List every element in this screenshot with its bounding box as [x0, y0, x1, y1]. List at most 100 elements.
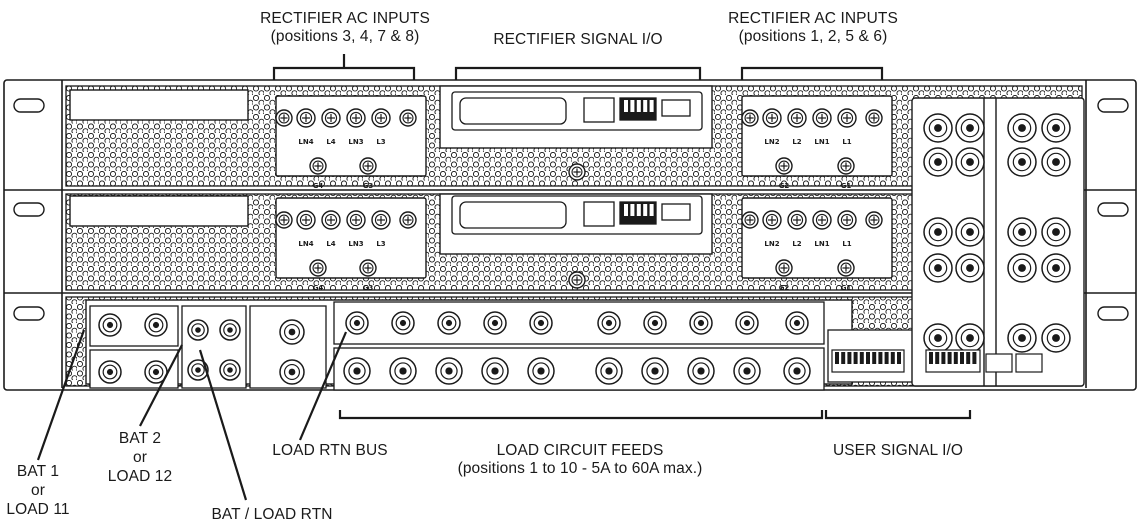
bat1-label: BAT 1 or LOAD 11 — [6, 462, 70, 519]
rect-ac-right-title: RECTIFIER AC INPUTS — [728, 10, 898, 27]
load-feed-stud-icon — [687, 357, 715, 385]
load-rtn-stud-icon — [345, 311, 369, 335]
cable-gland-icon — [923, 147, 953, 177]
signal-pin — [884, 352, 889, 364]
load-feed-stud-icon — [435, 357, 463, 385]
load-feed-stud-icon — [389, 357, 417, 385]
terminal-screw-icon — [812, 210, 832, 230]
dip-switch — [636, 204, 641, 216]
dip-switch — [643, 100, 648, 112]
cable-gland-icon — [955, 113, 985, 143]
callout-brackets — [36, 54, 972, 501]
battery-cable-bracket — [911, 97, 1085, 387]
load-rtn-bus-label: LOAD RTN BUS — [256, 442, 404, 460]
load-studs — [98, 311, 811, 385]
load-feeds-subtitle: (positions 1 to 10 - 5A to 60A max.) — [457, 460, 703, 477]
terminal-screw-icon — [321, 108, 341, 128]
cable-gland-icon — [955, 253, 985, 283]
signal-pin — [960, 352, 964, 364]
load-rtn-stud-icon — [391, 311, 415, 335]
terminal-label: LN2 — [764, 240, 779, 248]
terminal-screw-icon — [762, 108, 782, 128]
load-feed-stud-icon — [733, 357, 761, 385]
cable-gland-icon — [923, 113, 953, 143]
return-stud-icon — [187, 319, 209, 341]
return-stud-icon — [279, 359, 305, 385]
cable-gland-icon — [923, 323, 953, 353]
terminal-screws — [275, 108, 883, 289]
cable-gland-icon — [1007, 253, 1037, 283]
terminal-label: LN3 — [348, 138, 363, 146]
chassis-ground-icon — [568, 163, 586, 181]
ground-label: G2 — [779, 182, 790, 190]
battery-stud-icon — [98, 313, 122, 337]
dip-switch — [630, 100, 635, 112]
rect-signal-label: RECTIFIER SIGNAL I/O — [464, 31, 692, 49]
rect-ac-left-subtitle: (positions 3, 4, 7 & 8) — [270, 28, 420, 45]
user-signal-label: USER SIGNAL I/O — [808, 442, 988, 460]
bat2-label: BAT 2 or LOAD 12 — [96, 429, 184, 486]
cable-gland-icon — [923, 217, 953, 247]
load-rtn-stud-icon — [785, 311, 809, 335]
ground-screw-icon — [309, 259, 327, 277]
terminal-end-screw-icon — [275, 211, 293, 229]
bat2-line2: or — [133, 449, 147, 466]
terminal-screw-icon — [812, 108, 832, 128]
terminal-screw-icon — [346, 210, 366, 230]
cable-gland-icon — [1007, 147, 1037, 177]
ground-label: G1 — [841, 182, 852, 190]
dip-switch — [649, 204, 654, 216]
terminal-end-screw-icon — [399, 211, 417, 229]
signal-pin — [972, 352, 977, 364]
signal-pin — [853, 352, 858, 364]
load-feeds-label: LOAD CIRCUIT FEEDS (positions 1 to 10 - … — [420, 442, 740, 478]
cable-gland-icon — [1041, 217, 1071, 247]
terminal-end-screw-icon — [741, 211, 759, 229]
cable-gland-icon — [1007, 217, 1037, 247]
ground-screw-icon — [837, 259, 855, 277]
terminal-screw-icon — [837, 210, 857, 230]
signal-pin — [859, 352, 864, 364]
battery-stud-icon — [98, 360, 122, 384]
signal-pin — [935, 352, 940, 364]
terminal-screw-icon — [296, 210, 316, 230]
terminal-label: L2 — [792, 240, 801, 248]
load-feed-stud-icon — [481, 357, 509, 385]
terminal-end-screw-icon — [741, 109, 759, 127]
load-feed-stud-icon — [641, 357, 669, 385]
load-rtn-stud-icon — [643, 311, 667, 335]
terminal-screw-icon — [321, 210, 341, 230]
return-stud-icon — [279, 319, 305, 345]
signal-pin — [878, 352, 883, 364]
terminal-label: LN2 — [764, 138, 779, 146]
bat1-line1: BAT 1 — [16, 463, 60, 480]
signal-pin — [841, 352, 846, 364]
load-rtn-stud-icon — [529, 311, 553, 335]
ground-label: G3 — [363, 182, 374, 190]
load-rtn-stud-icon — [483, 311, 507, 335]
load-feed-stud-icon — [783, 357, 811, 385]
dip-switch — [630, 204, 635, 216]
load-rtn-stud-icon — [689, 311, 713, 335]
bat-load-rtn-title: BAT / LOAD RTN — [211, 506, 333, 523]
signal-pin — [941, 352, 946, 364]
bat2-line1: BAT 2 — [118, 430, 162, 447]
rect-ac-right-subtitle: (positions 1, 2, 5 & 6) — [738, 28, 888, 45]
cable-gland-icon — [1007, 323, 1037, 353]
terminal-label: LN1 — [814, 138, 829, 146]
ground-screw-icon — [775, 157, 793, 175]
signal-pin — [947, 352, 952, 364]
cable-gland-icon — [1041, 147, 1071, 177]
cable-gland-icon — [1041, 253, 1071, 283]
dip-switch — [643, 204, 648, 216]
load-feed-stud-icon — [527, 357, 555, 385]
terminal-end-screw-icon — [399, 109, 417, 127]
terminal-label: LN4 — [298, 240, 313, 248]
ground-screw-icon — [309, 157, 327, 175]
terminal-strip-pins — [624, 100, 977, 364]
cable-gland-icon — [1041, 113, 1071, 143]
ground-label: G4 — [313, 182, 324, 190]
terminal-label: LN3 — [348, 240, 363, 248]
terminal-label: L4 — [326, 138, 335, 146]
load-rtn-stud-icon — [437, 311, 461, 335]
